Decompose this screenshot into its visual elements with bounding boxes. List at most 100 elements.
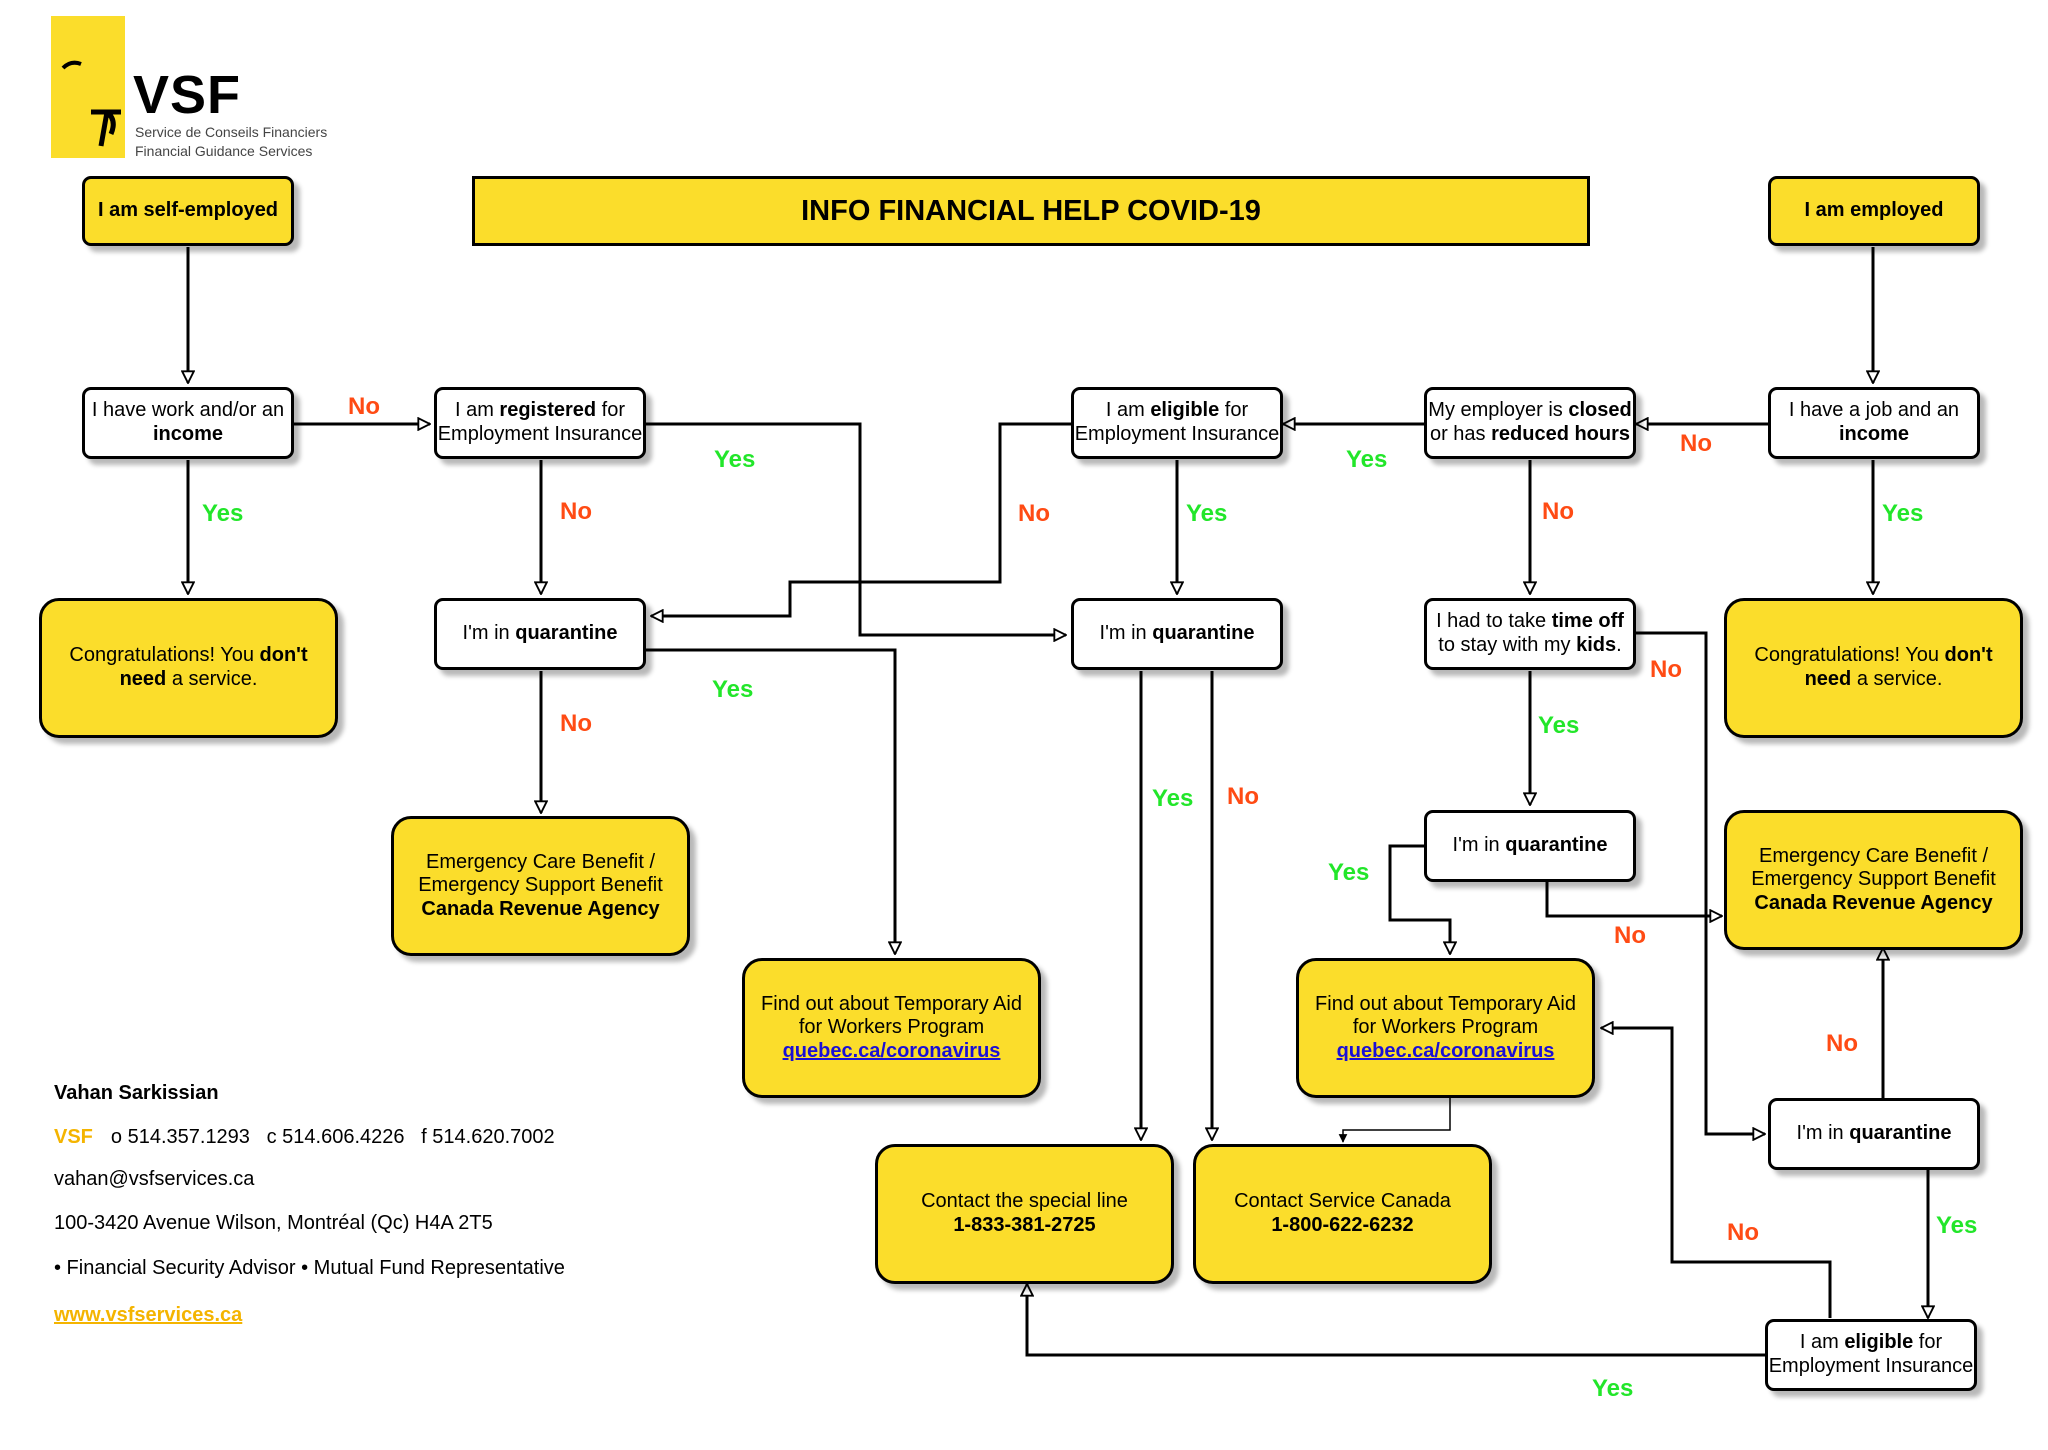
logo-subtitle-en: Financial Guidance Services <box>135 143 313 159</box>
employer-text-c: or has <box>1429 423 1492 445</box>
label-work-yes: Yes <box>202 500 244 527</box>
quarantine-3-text: I'm in <box>1452 834 1506 857</box>
eligible-bottom-text-c: for Employment Insurance <box>1768 1331 1974 1377</box>
ecb-right-text: Emergency Care Benefit / Emergency Suppo… <box>1751 844 1996 891</box>
edge-eligible-bottom-no <box>1601 1028 1832 1318</box>
node-ecb-right: Emergency Care Benefit / Emergency Suppo… <box>1724 810 2023 950</box>
label-timeoff-no: No <box>1650 656 1682 683</box>
label-job-no: No <box>1680 430 1712 457</box>
logo-subtitle-fr: Service de Conseils Financiers <box>135 124 328 140</box>
contact-name: Vahan Sarkissian <box>54 1082 219 1104</box>
eligible-top-bold: eligible <box>1150 399 1220 422</box>
label-eligible-top-no: No <box>1018 500 1050 527</box>
ecb-left-agency: Canada Revenue Agency <box>421 897 660 920</box>
edge-q3-no <box>1545 882 1722 916</box>
ecb-left-text: Emergency Care Benefit / Emergency Suppo… <box>418 850 663 897</box>
quarantine-2-text: I'm in <box>1099 622 1153 645</box>
work-income-bold: income <box>152 423 224 445</box>
job-income-bold: income <box>1838 423 1910 445</box>
edge-timeoff-no <box>1636 631 1765 1134</box>
congrats-right-text-a: Congratulations! You <box>1754 644 1945 667</box>
contact-website-link[interactable]: www.vsfservices.ca <box>54 1304 243 1326</box>
node-job-income: I have a job and an income <box>1768 387 1980 459</box>
edge-q3-yes <box>1388 844 1450 954</box>
congrats-left-bold: don't need <box>119 644 308 690</box>
time-off-text-a: I had to take <box>1436 610 1552 633</box>
label-timeoff-yes: Yes <box>1538 712 1580 739</box>
node-time-off: I had to take time off to stay with my k… <box>1424 598 1636 670</box>
temp-aid-left-link[interactable]: quebec.ca/coronavirus <box>782 1039 1001 1062</box>
eligible-top-text-c: for Employment Insurance <box>1074 399 1280 445</box>
quarantine-2-bold: quarantine <box>1152 622 1255 645</box>
contact-email[interactable]: vahan@vsfservices.ca <box>54 1168 255 1190</box>
work-income-text: I have work and/or an <box>91 399 285 422</box>
node-employed: I am employed <box>1768 176 1980 246</box>
label-job-yes: Yes <box>1882 500 1924 527</box>
congrats-left-text-c: a service. <box>166 668 258 690</box>
label-q1-yes: Yes <box>712 676 754 703</box>
employer-bold-hours: reduced hours <box>1491 423 1631 445</box>
registered-ei-text-c: for Employment Insurance <box>437 399 643 445</box>
registered-ei-bold: registered <box>499 399 597 422</box>
label-q2-yes: Yes <box>1152 785 1194 812</box>
time-off-bold-kids: kids <box>1576 634 1617 656</box>
node-temp-aid-left: Find out about Temporary Aid for Workers… <box>742 958 1041 1098</box>
logo-name: VSF <box>133 65 242 125</box>
node-work-income: I have work and/or an income <box>82 387 294 459</box>
node-ecb-left: Emergency Care Benefit / Emergency Suppo… <box>391 816 690 956</box>
time-off-text-e: . <box>1616 634 1622 656</box>
contact-company: VSF <box>54 1126 93 1148</box>
temp-aid-left-text: Find out about Temporary Aid for Workers… <box>761 992 1022 1039</box>
label-registered-no: No <box>560 498 592 525</box>
label-work-no: No <box>348 393 380 420</box>
quarantine-1-text: I'm in <box>462 622 516 645</box>
node-registered-ei: I am registered for Employment Insurance <box>434 387 646 459</box>
node-congrats-left: Congratulations! You don't need a servic… <box>39 598 338 738</box>
label-q4-yes: Yes <box>1936 1212 1978 1239</box>
label-q2-no: No <box>1227 783 1259 810</box>
label-registered-yes: Yes <box>714 446 756 473</box>
label-q3-no: No <box>1614 922 1646 949</box>
node-quarantine-3: I'm in quarantine <box>1424 810 1636 882</box>
node-self-employed-label: I am self-employed <box>97 199 279 222</box>
time-off-bold: time off <box>1551 610 1624 633</box>
node-self-employed: I am self-employed <box>82 176 294 246</box>
eligible-top-text-a: I am <box>1105 399 1151 422</box>
quarantine-4-text: I'm in <box>1796 1122 1850 1145</box>
node-quarantine-4: I'm in quarantine <box>1768 1098 1980 1170</box>
node-eligible-ei-top: I am eligible for Employment Insurance <box>1071 387 1283 459</box>
node-congrats-right: Congratulations! You don't need a servic… <box>1724 598 2023 738</box>
node-employer-closed: My employer is closed or has reduced hou… <box>1424 387 1636 459</box>
label-eligible-bottom-no: No <box>1727 1219 1759 1246</box>
quarantine-4-bold: quarantine <box>1849 1122 1952 1145</box>
label-q1-no: No <box>560 710 592 737</box>
node-eligible-ei-bottom: I am eligible for Employment Insurance <box>1765 1319 1977 1391</box>
edge-eligible-top-no <box>651 422 1072 616</box>
label-eligible-bottom-yes: Yes <box>1592 1375 1634 1402</box>
service-canada-phone: 1-800-622-6232 <box>1271 1214 1414 1236</box>
congrats-right-bold: don't need <box>1804 644 1993 690</box>
quarantine-1-bold: quarantine <box>515 622 618 645</box>
congrats-left-text-a: Congratulations! You <box>69 644 260 667</box>
registered-ei-text-a: I am <box>454 399 500 422</box>
logo-mark <box>51 16 125 158</box>
special-line-phone: 1-833-381-2725 <box>953 1214 1096 1236</box>
contact-roles: • Financial Security Advisor • Mutual Fu… <box>54 1257 565 1279</box>
employer-text-a: My employer is <box>1428 399 1569 422</box>
employer-bold-closed: closed <box>1568 399 1632 422</box>
contact-address: 100-3420 Avenue Wilson, Montréal (Qc) H4… <box>54 1212 493 1234</box>
temp-aid-right-link[interactable]: quebec.ca/coronavirus <box>1336 1039 1555 1062</box>
edge-eligible-bottom-yes <box>1027 1284 1765 1357</box>
node-employed-label: I am employed <box>1804 199 1944 222</box>
quarantine-3-bold: quarantine <box>1505 834 1608 857</box>
job-income-text: I have a job and an <box>1788 399 1960 422</box>
service-canada-text: Contact Service Canada <box>1234 1190 1451 1213</box>
special-line-text: Contact the special line <box>921 1190 1128 1213</box>
label-employer-no: No <box>1542 498 1574 525</box>
eligible-bottom-text-a: I am <box>1799 1331 1845 1354</box>
ecb-right-agency: Canada Revenue Agency <box>1754 891 1993 914</box>
